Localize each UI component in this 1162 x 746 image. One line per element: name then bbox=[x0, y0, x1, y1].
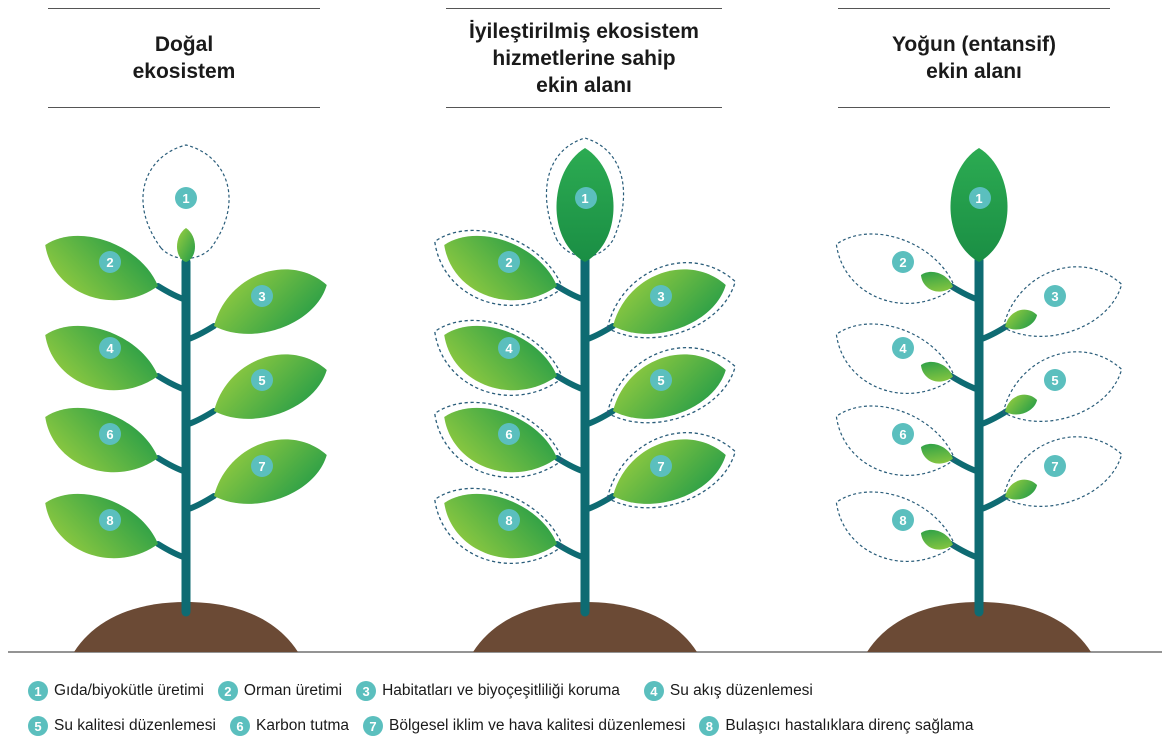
leaf-4 bbox=[824, 309, 964, 411]
badge-7: 7 bbox=[363, 716, 383, 736]
badge-text-1: 1 bbox=[182, 191, 189, 206]
badge-text-4: 4 bbox=[505, 341, 513, 356]
leaf-6 bbox=[824, 391, 964, 493]
badge-2: 2 bbox=[218, 681, 238, 701]
leaf-8 bbox=[421, 472, 572, 582]
legend-item-8: 8 Bulaşıcı hastalıklara direnç sağlama bbox=[699, 716, 973, 736]
badge-text-7: 7 bbox=[258, 459, 265, 474]
ecosystem-diagram: 1 2 3 4 5 6 7 8 1 2 3 4 5 6 7 8 1 2 3 4 5 6 7 8 bbox=[0, 0, 1162, 660]
plant-improved: 1 2 3 4 5 6 7 8 bbox=[421, 138, 745, 652]
leaf-shape-4 bbox=[34, 312, 167, 407]
leaf-2 bbox=[34, 222, 167, 317]
leaf-outline-8 bbox=[824, 477, 964, 579]
legend-item-5: 5 Su kalitesi düzenlemesi bbox=[28, 716, 216, 736]
leaf-shape-4 bbox=[433, 312, 566, 407]
badge-5: 5 bbox=[28, 716, 48, 736]
legend-label-1: Gıda/biyokütle üretimi bbox=[54, 682, 204, 700]
leaf-2 bbox=[421, 214, 572, 324]
badge-text-1: 1 bbox=[975, 191, 982, 206]
legend-label-4: Su akış düzenlemesi bbox=[670, 682, 813, 700]
legend-label-2: Orman üretimi bbox=[244, 682, 342, 700]
badge-1: 1 bbox=[28, 681, 48, 701]
badge-text-8: 8 bbox=[899, 513, 906, 528]
badge-8: 8 bbox=[699, 716, 719, 736]
leaf-shape-4 bbox=[917, 358, 955, 387]
badge-text-4: 4 bbox=[106, 341, 114, 356]
badge-text-5: 5 bbox=[657, 373, 664, 388]
badge-text-8: 8 bbox=[106, 513, 113, 528]
legend-row-2: 5 Su kalitesi düzenlemesi 6 Karbon tutma 7… bbox=[28, 716, 974, 736]
badge-text-6: 6 bbox=[505, 427, 512, 442]
badge-4: 4 bbox=[644, 681, 664, 701]
badge-text-6: 6 bbox=[899, 427, 906, 442]
leaf-outline-2 bbox=[824, 219, 964, 321]
leaf-shape-2 bbox=[34, 222, 167, 317]
leaf-6 bbox=[421, 386, 572, 496]
badge-3: 3 bbox=[356, 681, 376, 701]
legend-item-1: 1 Gıda/biyokütle üretimi bbox=[28, 681, 204, 701]
leaf-shape-8 bbox=[917, 526, 955, 555]
legend-item-3: 3 Habitatları ve biyoçeşitliliği koruma bbox=[356, 681, 620, 701]
badge-text-7: 7 bbox=[1051, 459, 1058, 474]
legend-label-8: Bulaşıcı hastalıklara direnç sağlama bbox=[725, 717, 973, 735]
legend-label-7: Bölgesel iklim ve hava kalitesi düzenlem… bbox=[389, 717, 685, 735]
badge-text-1: 1 bbox=[581, 191, 588, 206]
leaf-6 bbox=[34, 394, 167, 489]
leaf-shape-8 bbox=[433, 480, 566, 575]
leaf-8 bbox=[824, 477, 964, 579]
leaf-4 bbox=[34, 312, 167, 407]
legend-item-2: 2 Orman üretimi bbox=[218, 681, 342, 701]
leaf-outline-4 bbox=[824, 309, 964, 411]
leaf-shape-6 bbox=[433, 394, 566, 489]
badge-text-3: 3 bbox=[657, 289, 664, 304]
badge-text-5: 5 bbox=[258, 373, 265, 388]
leaf-shape-2 bbox=[433, 222, 566, 317]
badge-text-6: 6 bbox=[106, 427, 113, 442]
legend-label-3: Habitatları ve biyoçeşitliliği koruma bbox=[382, 682, 620, 700]
leaf-1 bbox=[177, 228, 195, 262]
plant-intensive: 1 2 3 4 5 6 7 8 bbox=[824, 148, 1131, 652]
legend-item-6: 6 Karbon tutma bbox=[230, 716, 349, 736]
legend-row-1: 1 Gıda/biyokütle üretimi 2 Orman üretimi 3… bbox=[28, 681, 827, 701]
badge-text-2: 2 bbox=[106, 255, 113, 270]
badge-text-2: 2 bbox=[505, 255, 512, 270]
badge-text-2: 2 bbox=[899, 255, 906, 270]
badge-6: 6 bbox=[230, 716, 250, 736]
legend-item-7: 7 Bölgesel iklim ve hava kalitesi düzenle… bbox=[363, 716, 685, 736]
legend-label-6: Karbon tutma bbox=[256, 717, 349, 735]
leaf-4 bbox=[421, 304, 572, 414]
plant-natural: 1 2 3 4 5 6 7 8 bbox=[34, 145, 335, 652]
badge-text-3: 3 bbox=[1051, 289, 1058, 304]
badge-text-4: 4 bbox=[899, 341, 907, 356]
badge-text-5: 5 bbox=[1051, 373, 1058, 388]
legend-label-5: Su kalitesi düzenlemesi bbox=[54, 717, 216, 735]
badge-text-3: 3 bbox=[258, 289, 265, 304]
leaf-shape-6 bbox=[34, 394, 167, 489]
leaf-shape-2 bbox=[917, 268, 955, 297]
badge-text-8: 8 bbox=[505, 513, 512, 528]
leaf-2 bbox=[824, 219, 964, 321]
leaf-shape-8 bbox=[34, 480, 167, 575]
leaf-8 bbox=[34, 480, 167, 575]
leaf-outline-6 bbox=[824, 391, 964, 493]
legend-item-4: 4 Su akış düzenlemesi bbox=[644, 681, 813, 701]
leaf-shape-6 bbox=[917, 440, 955, 469]
badge-text-7: 7 bbox=[657, 459, 664, 474]
